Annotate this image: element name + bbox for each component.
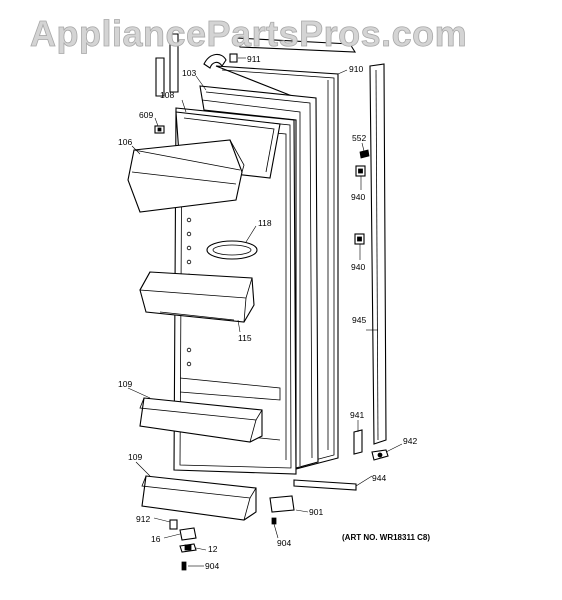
callout-901: 901 bbox=[309, 507, 323, 517]
door-bin-109-lower bbox=[141, 475, 257, 521]
callout-940a: 940 bbox=[351, 192, 365, 202]
cam-942 bbox=[371, 449, 389, 461]
callout-904a: 904 bbox=[205, 561, 219, 571]
callout-609: 609 bbox=[139, 110, 153, 120]
handle-trim-945 bbox=[369, 63, 387, 445]
callout-16: 16 bbox=[151, 534, 161, 544]
shelf-bin-115 bbox=[139, 271, 255, 323]
callout-904b: 904 bbox=[277, 538, 291, 548]
callout-910: 910 bbox=[349, 64, 363, 74]
site-watermark: AppliancePartsPros.com bbox=[30, 13, 467, 54]
door-cap-strips bbox=[155, 33, 179, 97]
hinge-parts bbox=[354, 149, 370, 245]
leader-lines bbox=[127, 57, 403, 567]
dairy-bin-106 bbox=[127, 139, 245, 213]
callout-912: 912 bbox=[136, 514, 150, 524]
callout-942: 942 bbox=[403, 436, 417, 446]
bottom-trim-944 bbox=[293, 479, 357, 491]
callout-12: 12 bbox=[208, 544, 218, 554]
door-bin-109-upper bbox=[139, 397, 263, 443]
small-hardware bbox=[169, 517, 277, 571]
callout-945: 945 bbox=[352, 315, 366, 325]
callout-118: 118 bbox=[258, 218, 272, 228]
callout-941: 941 bbox=[350, 410, 364, 420]
stop-901 bbox=[269, 495, 295, 513]
art-number: (ART NO. WR18311 C8) bbox=[342, 533, 430, 542]
callout-944: 944 bbox=[372, 473, 386, 483]
callout-106: 106 bbox=[118, 137, 132, 147]
callout-103: 103 bbox=[182, 68, 196, 78]
callout-940b: 940 bbox=[351, 262, 365, 272]
callout-108: 108 bbox=[160, 90, 174, 100]
screw-911 bbox=[203, 53, 238, 69]
callout-109b: 109 bbox=[128, 452, 142, 462]
callout-911: 911 bbox=[247, 54, 261, 64]
callout-552: 552 bbox=[352, 133, 366, 143]
egg-tray-118 bbox=[206, 240, 258, 260]
bracket-941 bbox=[353, 429, 363, 455]
callout-labels: 911 910 103 108 609 106 552 940 118 940 … bbox=[118, 54, 417, 571]
top-trim bbox=[235, 37, 357, 53]
callout-109a: 109 bbox=[118, 379, 132, 389]
clip-609 bbox=[154, 125, 165, 134]
callout-115: 115 bbox=[238, 333, 252, 343]
